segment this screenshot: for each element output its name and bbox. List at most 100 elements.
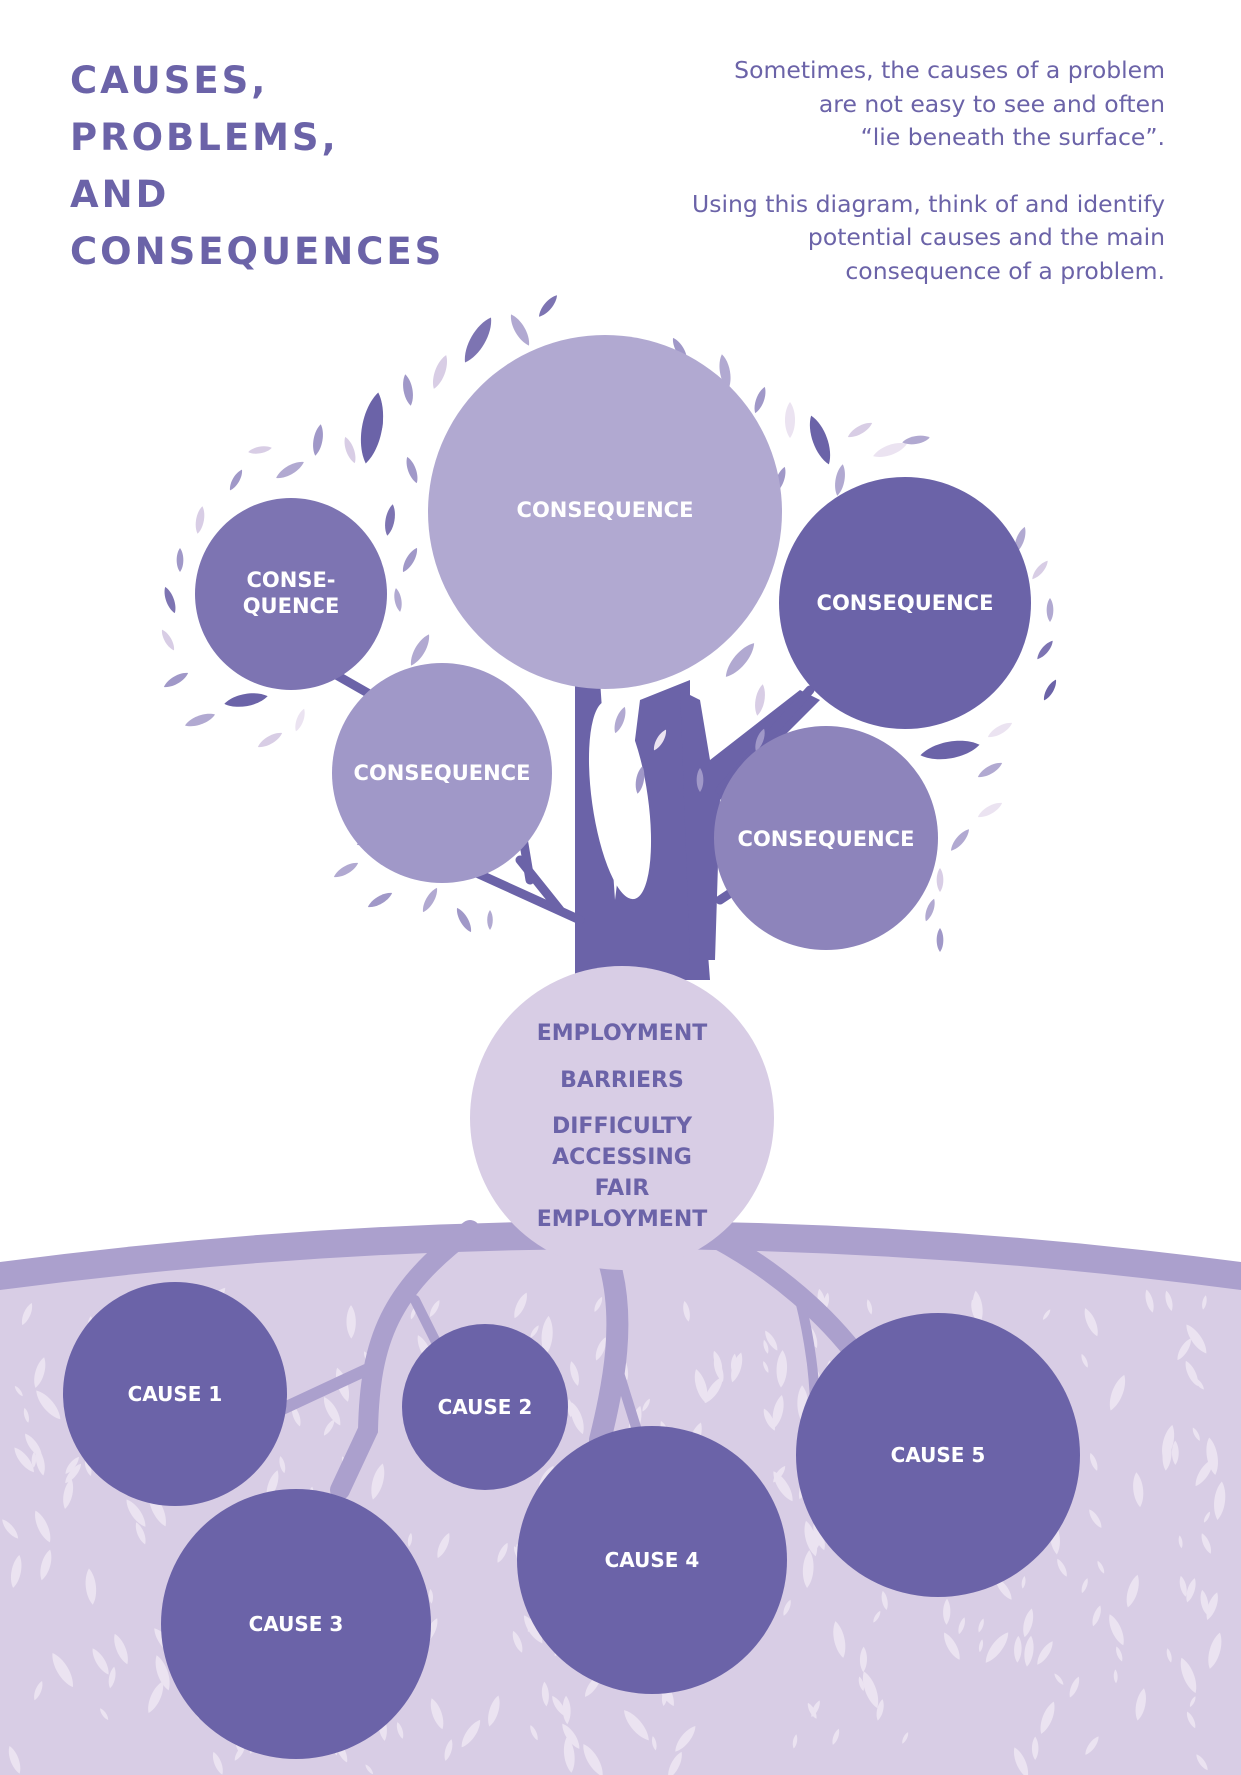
intro-paragraph-1: Sometimes, the causes of a problem are n… — [605, 54, 1165, 155]
intro-line: consequence of a problem. — [845, 256, 1165, 285]
leaf-icon — [331, 859, 361, 881]
consequence-label: CONSEQUENCE — [517, 498, 694, 522]
leaf-icon — [948, 826, 972, 854]
intro-line: are not easy to see and often — [818, 89, 1165, 118]
problem-circle — [470, 966, 774, 1270]
leaf-icon — [804, 413, 836, 467]
title-line-1: Causes, problems, — [70, 59, 339, 159]
consequence-3: CONSEQUENCE — [332, 663, 552, 883]
leaf-icon — [392, 587, 404, 613]
leaf-icon — [936, 868, 944, 892]
intro-text: Sometimes, the causes of a problem are n… — [605, 54, 1165, 321]
cause-label: CAUSE 1 — [128, 1382, 223, 1406]
leaf-icon — [458, 313, 498, 367]
leaf-icon — [536, 292, 560, 320]
cause-circle — [402, 1324, 568, 1490]
leaf-icon — [193, 505, 207, 535]
leaf-icon — [721, 639, 759, 681]
intro-line: Sometimes, the causes of a problem — [734, 56, 1165, 84]
intro-line: “lie beneath the surface”. — [860, 123, 1165, 151]
consequence-label: CONSEQUENCE — [817, 591, 994, 615]
cause-5: CAUSE 5 — [796, 1313, 1080, 1597]
leaf-icon — [255, 729, 285, 751]
consequence-circle — [714, 726, 938, 950]
leaf-icon — [1034, 638, 1056, 662]
leaf-icon — [227, 467, 245, 493]
roots — [274, 1220, 870, 1500]
leaf-icon — [247, 444, 273, 456]
cause-label: CAUSE 3 — [249, 1612, 344, 1636]
leaf-icon — [1029, 558, 1051, 582]
leaf-icon — [487, 910, 493, 930]
cause-1: CAUSE 1 — [63, 1282, 287, 1506]
consequence-label: CONSEQUENCE — [354, 761, 531, 785]
leaf-icon — [382, 503, 398, 537]
leaf-icon — [159, 627, 177, 653]
trunk-hollow — [588, 700, 652, 900]
problem-description-line: FAIR — [595, 1176, 650, 1201]
leaf-icon — [975, 759, 1005, 781]
leaf-icon — [975, 799, 1005, 821]
leaf-icon — [751, 385, 769, 415]
consequence-0: CONSEQUENCE — [428, 335, 782, 689]
problem-description-line: ACCESSING — [552, 1145, 692, 1170]
leaf-icon — [936, 928, 944, 952]
leaf-icon — [922, 897, 938, 923]
leaf-icon — [406, 631, 434, 669]
root — [690, 1220, 870, 1370]
leaf-icon — [1041, 677, 1059, 703]
consequence-2: CONSEQUENCE — [779, 477, 1031, 729]
problem-description-line: DIFFICULTY — [552, 1114, 693, 1139]
consequence-label: QUENCE — [243, 594, 340, 618]
consequence-circle — [195, 498, 387, 690]
problem: EMPLOYMENT BARRIERS DIFFICULTY ACCESSING… — [470, 966, 774, 1270]
cause-3: CAUSE 3 — [161, 1489, 431, 1759]
leaf-icon — [832, 463, 848, 497]
intro-line: Using this diagram, think of and identif… — [692, 189, 1165, 218]
leaf-icon — [985, 719, 1015, 741]
leaf-icon — [161, 585, 179, 615]
leaf-icon — [365, 889, 395, 911]
leaf-icon — [161, 669, 191, 691]
cause-circle — [796, 1313, 1080, 1597]
leaf-icon — [784, 402, 796, 438]
leaf-icon — [919, 736, 981, 764]
leaf-icon — [453, 905, 475, 935]
leaf-icon — [419, 885, 441, 915]
leaf-icon — [845, 419, 875, 441]
leaf-icon — [399, 545, 421, 575]
title-line-2: and consequences — [70, 173, 445, 273]
consequence-circle-main — [428, 335, 782, 689]
intro-paragraph-2: Using this diagram, think of and identif… — [605, 188, 1165, 289]
cause-circle — [63, 1282, 287, 1506]
trunk — [575, 680, 820, 980]
consequence-circle — [779, 477, 1031, 729]
leaf-icon — [310, 423, 326, 457]
leaf-icon — [223, 690, 269, 710]
consequence-circle — [332, 663, 552, 883]
leaf-icon — [176, 548, 184, 572]
cause-2: CAUSE 2 — [402, 1324, 568, 1490]
intro-line: potential causes and the main — [807, 223, 1165, 251]
leaf-icon — [506, 311, 534, 349]
leaf-icon — [403, 455, 421, 485]
leaf-icon — [400, 373, 416, 407]
problem-subheading: BARRIERS — [560, 1068, 684, 1093]
leaf-icon — [183, 710, 217, 730]
root — [274, 1364, 372, 1416]
leaf-icon — [273, 458, 307, 482]
trunk-right — [680, 690, 820, 960]
cause-label: CAUSE 2 — [438, 1395, 533, 1419]
problem-description-line: EMPLOYMENT — [537, 1207, 707, 1232]
leaf-icon — [292, 707, 308, 733]
problem-heading: EMPLOYMENT — [537, 1021, 707, 1046]
cause-4: CAUSE 4 — [517, 1426, 787, 1694]
consequence-4: CONSEQUENCE — [714, 726, 938, 950]
cause-circle — [517, 1426, 787, 1694]
cause-label: CAUSE 5 — [891, 1443, 986, 1467]
consequence-1: CONSE- QUENCE — [195, 498, 387, 690]
leaf-icon — [752, 683, 768, 717]
consequence-label: CONSE- — [246, 568, 335, 592]
leaf-icon — [341, 435, 359, 465]
